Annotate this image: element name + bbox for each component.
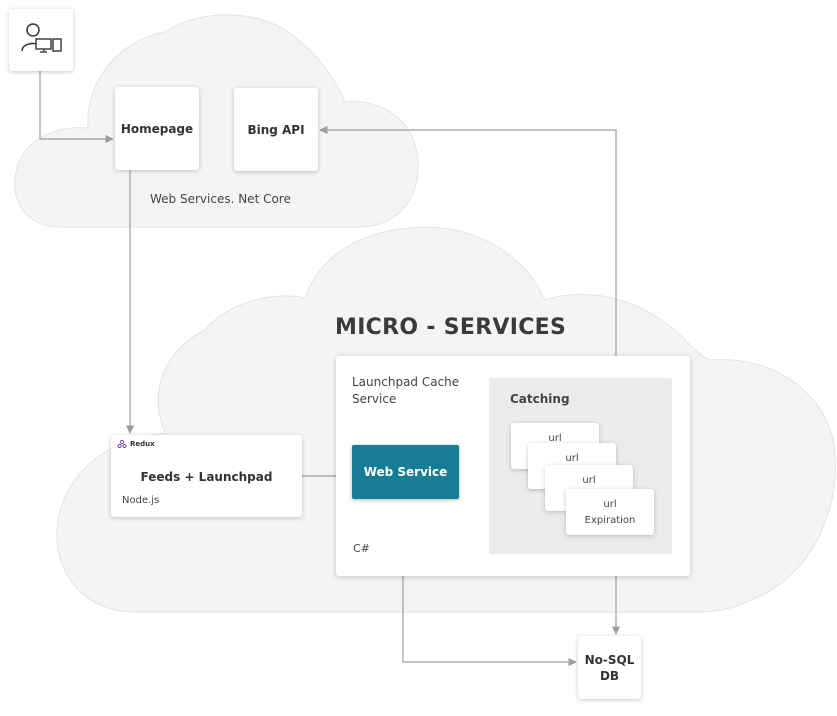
user-with-devices-icon (21, 23, 62, 53)
redux-icon (117, 439, 127, 449)
nosql-db-node: No-SQL DB (578, 636, 641, 699)
url-label: url (548, 433, 562, 444)
nosql-db-label: No-SQL DB (584, 652, 635, 683)
bing-api-label: Bing API (247, 122, 305, 137)
language-label: C# (353, 542, 370, 555)
feeds-launchpad-node: Redux Feeds + Launchpad Node.js (111, 435, 302, 517)
homepage-label: Homepage (120, 121, 194, 136)
expiration-label: Expiration (584, 515, 636, 526)
url-label: url (603, 499, 617, 510)
redux-label: Redux (130, 440, 155, 448)
connector-launchpad-to-bing (319, 125, 617, 356)
feeds-title: Feeds + Launchpad (140, 470, 273, 484)
launchpad-title: Launchpad Cache Service (352, 375, 460, 406)
user-node (9, 9, 73, 71)
connector-user-to-homepage (39, 71, 114, 144)
homepage-node: Homepage (115, 87, 199, 170)
redux-badge: Redux (117, 439, 155, 449)
micro-services-title: MICRO - SERVICES (335, 315, 567, 340)
web-service-label: Web Service (363, 465, 448, 479)
url-label: url (582, 475, 596, 486)
feeds-tech-label: Node.js (122, 495, 160, 506)
top-cloud (14, 14, 419, 228)
url-label: url (565, 453, 579, 464)
web-service-node: Web Service (352, 445, 459, 499)
url-card: url Expiration (566, 489, 654, 535)
web-services-caption: Web Services. Net Core (150, 192, 291, 206)
bing-api-node: Bing API (234, 88, 318, 171)
catching-title: Catching (510, 392, 570, 406)
